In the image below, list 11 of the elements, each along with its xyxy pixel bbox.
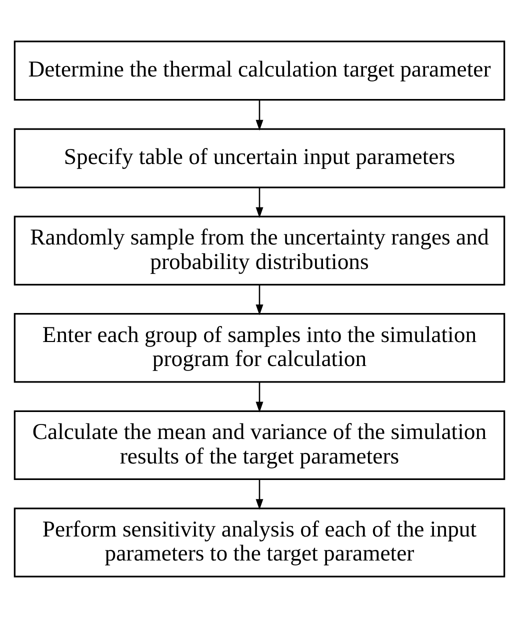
node-box: Specify table of uncertain input parameters [14, 128, 506, 188]
node-box: Enter each group of samples into the simulation program for calculation [14, 312, 506, 382]
arrow [256, 187, 264, 218]
arrow [256, 382, 264, 412]
node-box: Perform sensitivity analysis of each of the input parameters to the target parameter [14, 507, 506, 577]
arrow [256, 99, 264, 130]
arrow [256, 284, 264, 315]
node-box: Calculate the mean and variance of the simulation results of the target parameters [14, 410, 506, 480]
node-box: Randomly sample from the uncertainty ranges and probability distributions [14, 215, 506, 285]
node-box: Determine the thermal calculation target parameter [14, 40, 506, 100]
arrow [256, 479, 264, 510]
